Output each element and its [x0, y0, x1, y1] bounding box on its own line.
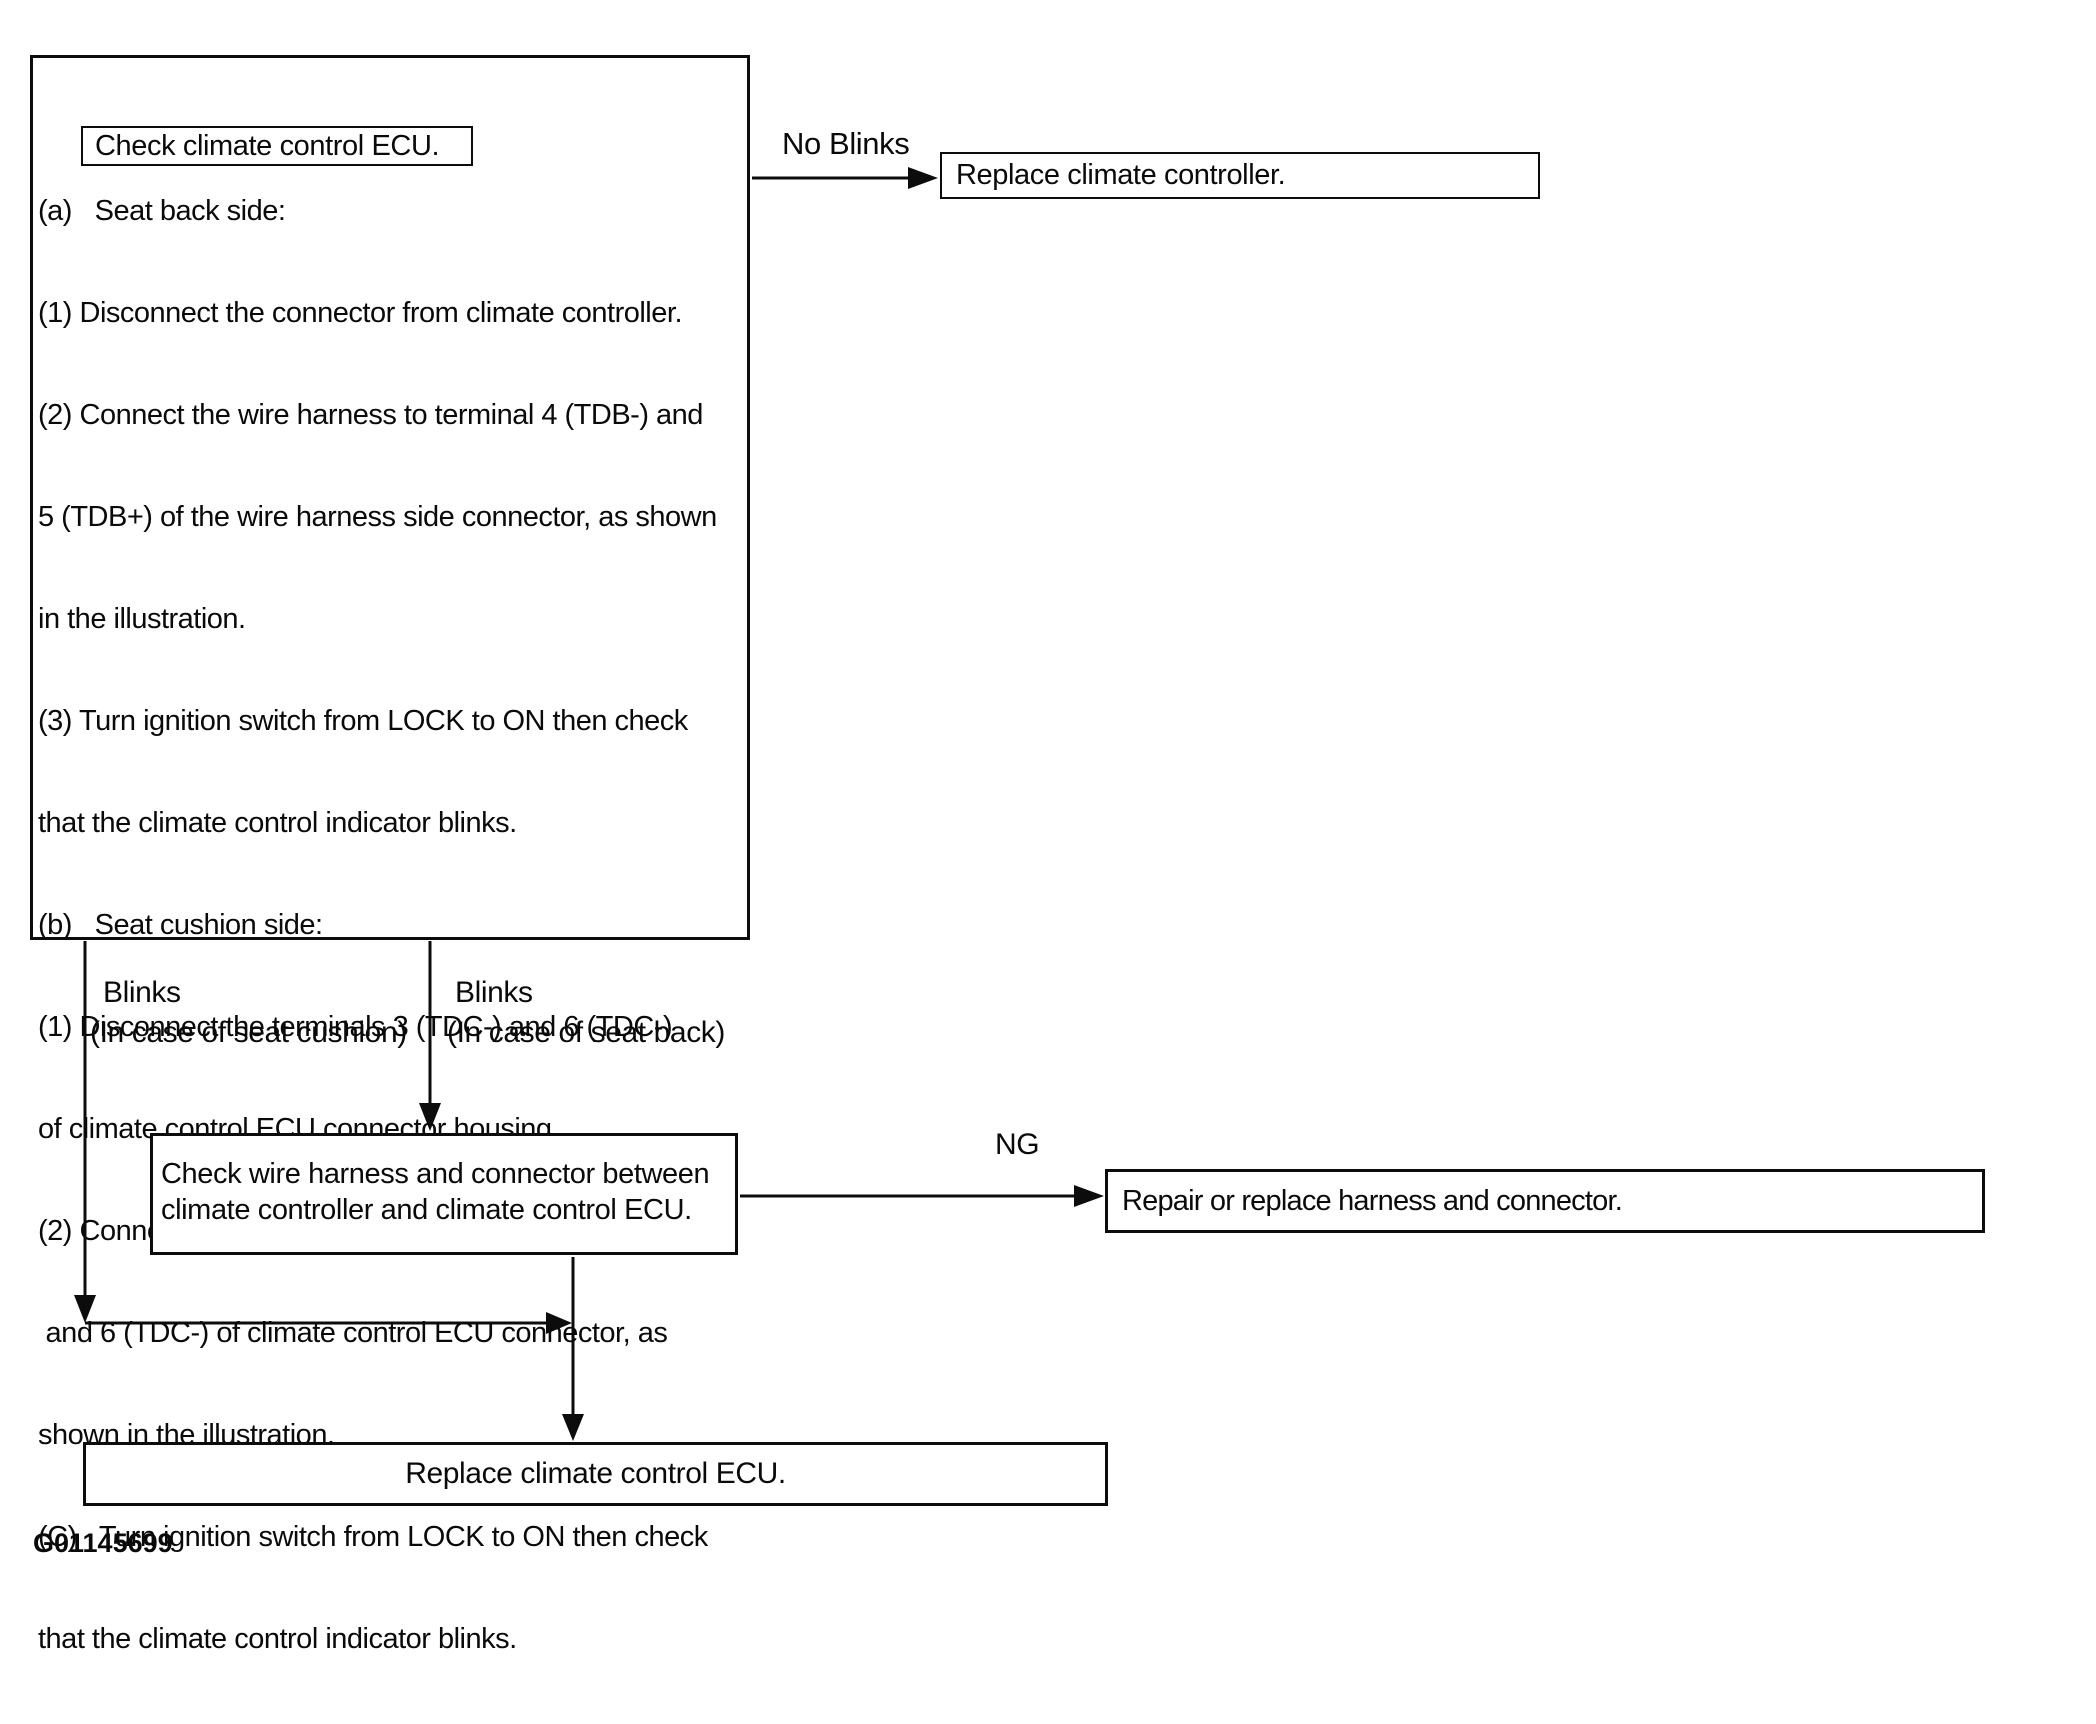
no-blinks-arrow — [752, 167, 938, 189]
blinks-seat-back-sublabel: (In case of seat back) — [447, 1016, 726, 1049]
check-climate-ecu-title: Check climate control ECU. — [95, 129, 440, 162]
check-wire-harness-text-line2: climate controller and climate control E… — [161, 1194, 692, 1226]
no-blinks-label: No Blinks — [782, 126, 910, 161]
procedure-line: (1) Disconnect the connector from climat… — [38, 297, 683, 329]
procedure-line: (1) Disconnect the terminals 3 (TDC-) an… — [38, 1011, 673, 1043]
flowchart-canvas: Check climate control ECU. (a) Seat back… — [30, 55, 1985, 1655]
procedure-line: 5 (TDB+) of the wire harness side connec… — [38, 501, 717, 533]
repair-harness-box: Repair or replace harness and connector. — [1105, 1169, 1985, 1233]
procedure-line: and 6 (TDC-) of climate control ECU conn… — [38, 1317, 668, 1349]
procedure-line: that the climate control indicator blink… — [38, 1623, 517, 1655]
replace-ecu-box: Replace climate control ECU. — [83, 1442, 1108, 1506]
ng-label: NG — [995, 1128, 1040, 1161]
replace-climate-controller-text: Replace climate controller. — [956, 159, 1286, 191]
procedure-line: (a) Seat back side: — [38, 195, 286, 227]
blinks-seat-back-label: Blinks — [455, 976, 533, 1009]
ng-arrow — [740, 1185, 1104, 1207]
procedure-line: (b) Seat cushion side: — [38, 909, 323, 941]
check-climate-ecu-title-box: Check climate control ECU. — [81, 126, 473, 166]
check-wire-harness-box: Check wire harness and connector between… — [150, 1133, 738, 1255]
procedure-line: in the illustration. — [38, 603, 246, 635]
blinks-seat-cushion-label: Blinks — [103, 976, 181, 1009]
repair-harness-text: Repair or replace harness and connector. — [1122, 1184, 1623, 1217]
procedure-line: (3) Turn ignition switch from LOCK to ON… — [38, 705, 688, 737]
check-wire-harness-text-line1: Check wire harness and connector between — [161, 1158, 710, 1190]
procedure-line: that the climate control indicator blink… — [38, 807, 517, 839]
blinks-seat-cushion-sublabel: (In case of seat cushion) — [90, 1016, 407, 1049]
procedure-line: (C) Turn ignition switch from LOCK to ON… — [38, 1521, 708, 1553]
check-climate-ecu-box: Check climate control ECU. — [30, 55, 750, 940]
replace-climate-controller-box: Replace climate controller. — [940, 152, 1540, 199]
figure-id-label: G01145699 — [33, 1528, 173, 1558]
replace-ecu-text: Replace climate control ECU. — [405, 1457, 786, 1490]
procedure-line: (2) Connect the wire harness to terminal… — [38, 399, 703, 431]
